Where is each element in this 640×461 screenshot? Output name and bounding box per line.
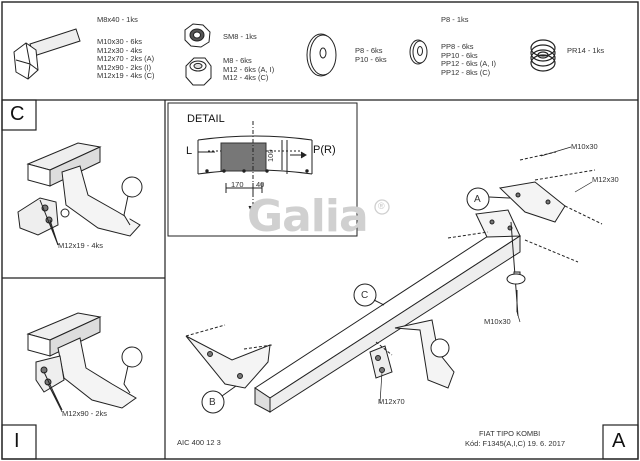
- panel-a-letter: A: [612, 430, 626, 452]
- washer-small-spec-1: PP8 - 6ks: [441, 42, 474, 51]
- detail-dim-width: 170: [231, 180, 244, 189]
- nut-spec-3: M12 - 4ks (C): [223, 73, 269, 83]
- hex-nut-icon: [185, 57, 212, 86]
- large-washer-icon: [306, 33, 337, 77]
- panel-c-bolt-label: M12x19 - 4ks: [58, 241, 104, 250]
- bolt-spec-2: M12x30 - 4ks: [97, 45, 143, 55]
- detail-dim-offset: 40: [256, 180, 265, 189]
- detail-view: [167, 102, 358, 237]
- washer-large-spec-1: P8 - 6ks: [355, 46, 383, 55]
- detail-dim-height: 100: [266, 149, 275, 162]
- locknut-spec: SM8 - 1ks: [223, 32, 257, 41]
- logo-registered-ring: [374, 199, 390, 215]
- small-washer-icon: [409, 39, 428, 65]
- callout-circles: [201, 187, 511, 414]
- bolt-spec-3: M12x70 - 2ks (A): [97, 54, 155, 64]
- footer-drawing: Kód: F1345(A,I,C) 19. 6. 2017: [465, 439, 566, 448]
- label-m10x30-top: M10x30: [571, 142, 598, 151]
- washer-small-spec-3: PP12 - 6ks (A, I): [441, 59, 497, 69]
- bolt-spec-header: M8x40 - 1ks: [97, 15, 138, 24]
- detail-left-label: L: [186, 145, 193, 157]
- hex-bolt-icon: [13, 28, 81, 80]
- nut-spec-1: M8 - 6ks: [223, 56, 252, 65]
- washer-small-spec-2: PP10 - 6ks: [441, 50, 478, 60]
- a-letter-box: [602, 424, 639, 460]
- panel-i-bolt-label: M12x90 - 2ks: [62, 409, 108, 418]
- callout-b: B: [209, 397, 216, 408]
- callout-c: C: [361, 290, 369, 301]
- label-m10x30-bottom: M10x30: [484, 317, 511, 326]
- bolt-spec-1: M10x30 - 6ks: [97, 37, 143, 46]
- washer-small-header: P8 - 1ks: [441, 15, 469, 24]
- spring-washer-spec: PR14 - 1ks: [567, 46, 605, 55]
- main-tow-bar-drawing: [185, 151, 603, 413]
- panel-i-letter: I: [14, 430, 20, 452]
- c-letter-box: [1, 99, 37, 131]
- nut-spec-2: M12 - 6ks (A, I): [223, 64, 275, 74]
- panel-i-drawing: [26, 312, 143, 411]
- panel-c-letter: C: [10, 103, 25, 125]
- detail-right-label: P(R): [313, 144, 336, 156]
- panel-c-drawing: [17, 142, 143, 246]
- bolt-spec-4: M12x90 - 2ks (I): [97, 62, 152, 72]
- label-m12x30: M12x30: [592, 175, 619, 184]
- leader-lines: [47, 146, 593, 413]
- callout-a: A: [474, 194, 481, 205]
- footer-model: FIAT TIPO KOMBI: [479, 429, 541, 438]
- bolt-spec-5: M12x19 - 4ks (C): [97, 71, 155, 81]
- spring-washer-icon: [530, 39, 556, 72]
- detail-title: DETAIL: [187, 113, 225, 125]
- galia-logo-mark: ®: [378, 201, 385, 211]
- washer-small-spec-4: PP12 - 8ks (C): [441, 67, 491, 77]
- label-m12x70: M12x70: [378, 397, 405, 406]
- locknut-icon: [184, 23, 211, 48]
- footer-code: AIC 400 12 3: [177, 438, 221, 447]
- i-letter-box: [1, 424, 37, 460]
- galia-logo: Galia: [247, 191, 369, 242]
- washer-large-spec-2: P10 - 6ks: [355, 54, 387, 64]
